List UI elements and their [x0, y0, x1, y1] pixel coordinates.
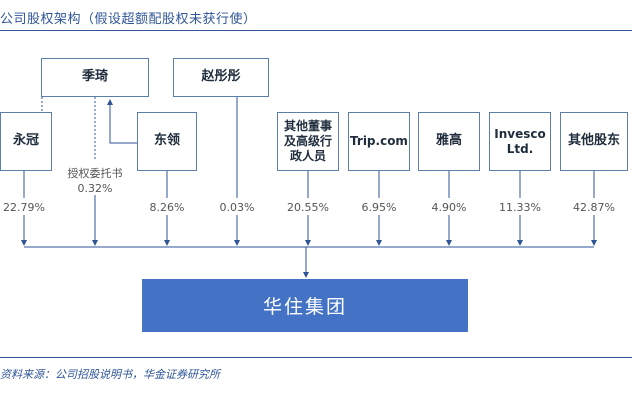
source-note: 资料来源：公司招股说明书，华金证券研究所 — [0, 368, 220, 381]
proxy-label-line1: 授权委托书 — [67, 167, 123, 180]
shareholder-directors-line3: 政人员 — [289, 149, 326, 163]
shareholder-dongling-label: 东领 — [153, 133, 180, 149]
shareholder-trip-label: Trip.com — [350, 134, 408, 148]
company-box: 华住集团 — [142, 279, 468, 332]
proxy-label-line2: 0.32% — [77, 181, 113, 195]
pct-trip: 6.95% — [361, 201, 397, 214]
shareholder-directors-line1: 其他董事 — [283, 119, 332, 133]
pct-yagao: 4.90% — [431, 201, 467, 214]
dongling-to-jiqi-arrow — [107, 99, 137, 144]
shareholder-invesco: Invesco Ltd. — [489, 112, 551, 171]
proxy-label: 授权委托书 0.32% — [68, 167, 123, 197]
title-divider — [0, 30, 632, 31]
pct-zhao: 0.03% — [219, 201, 255, 214]
pct-invesco: 11.33% — [499, 201, 541, 214]
shareholder-invesco-line1: Invesco — [494, 126, 546, 141]
shareholder-yongguan: 永冠 — [0, 112, 52, 171]
pct-yongguan: 22.79% — [3, 201, 45, 214]
shareholder-invesco-line2: Ltd. — [506, 141, 534, 156]
shareholder-yagao-label: 雅高 — [435, 133, 462, 149]
shareholder-others: 其他股东 — [560, 112, 628, 171]
shareholder-trip: Trip.com — [348, 112, 410, 171]
pct-dongling: 8.26% — [149, 201, 185, 214]
page-title: 公司股权架构（假设超额配股权未获行使） — [0, 12, 257, 27]
person-ji-qi-label: 季琦 — [81, 69, 108, 85]
shareholder-directors: 其他董事 及高级行 政人员 — [277, 112, 339, 171]
person-ji-qi: 季琦 — [41, 58, 149, 97]
person-zhao-tongtong: 赵彤彤 — [173, 58, 269, 97]
shareholder-directors-line2: 及高级行 — [283, 134, 332, 148]
pct-others: 42.87% — [573, 201, 615, 214]
pct-directors: 20.55% — [287, 201, 329, 214]
person-zhao-tongtong-label: 赵彤彤 — [201, 69, 241, 85]
company-label: 华住集团 — [262, 296, 347, 318]
shareholder-others-label: 其他股东 — [567, 133, 620, 149]
shareholder-yongguan-label: 永冠 — [12, 133, 39, 149]
source-divider — [0, 357, 632, 358]
shareholder-dongling: 东领 — [137, 112, 197, 171]
shareholder-yagao: 雅高 — [418, 112, 480, 171]
